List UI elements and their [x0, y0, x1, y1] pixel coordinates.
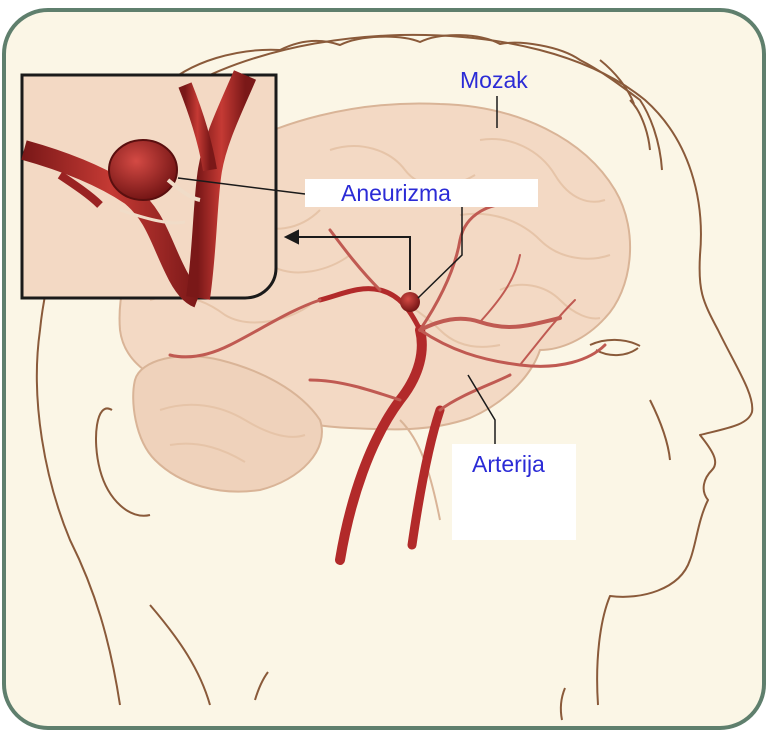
aneurysm-sac-small [400, 292, 420, 312]
artery-label: Arterija [452, 444, 576, 540]
aneurysm-label: Aneurizma [305, 179, 538, 207]
brain-label: Mozak [456, 64, 532, 96]
inset-magnified-view [22, 75, 276, 298]
aneurysm-sac-large [109, 140, 177, 200]
